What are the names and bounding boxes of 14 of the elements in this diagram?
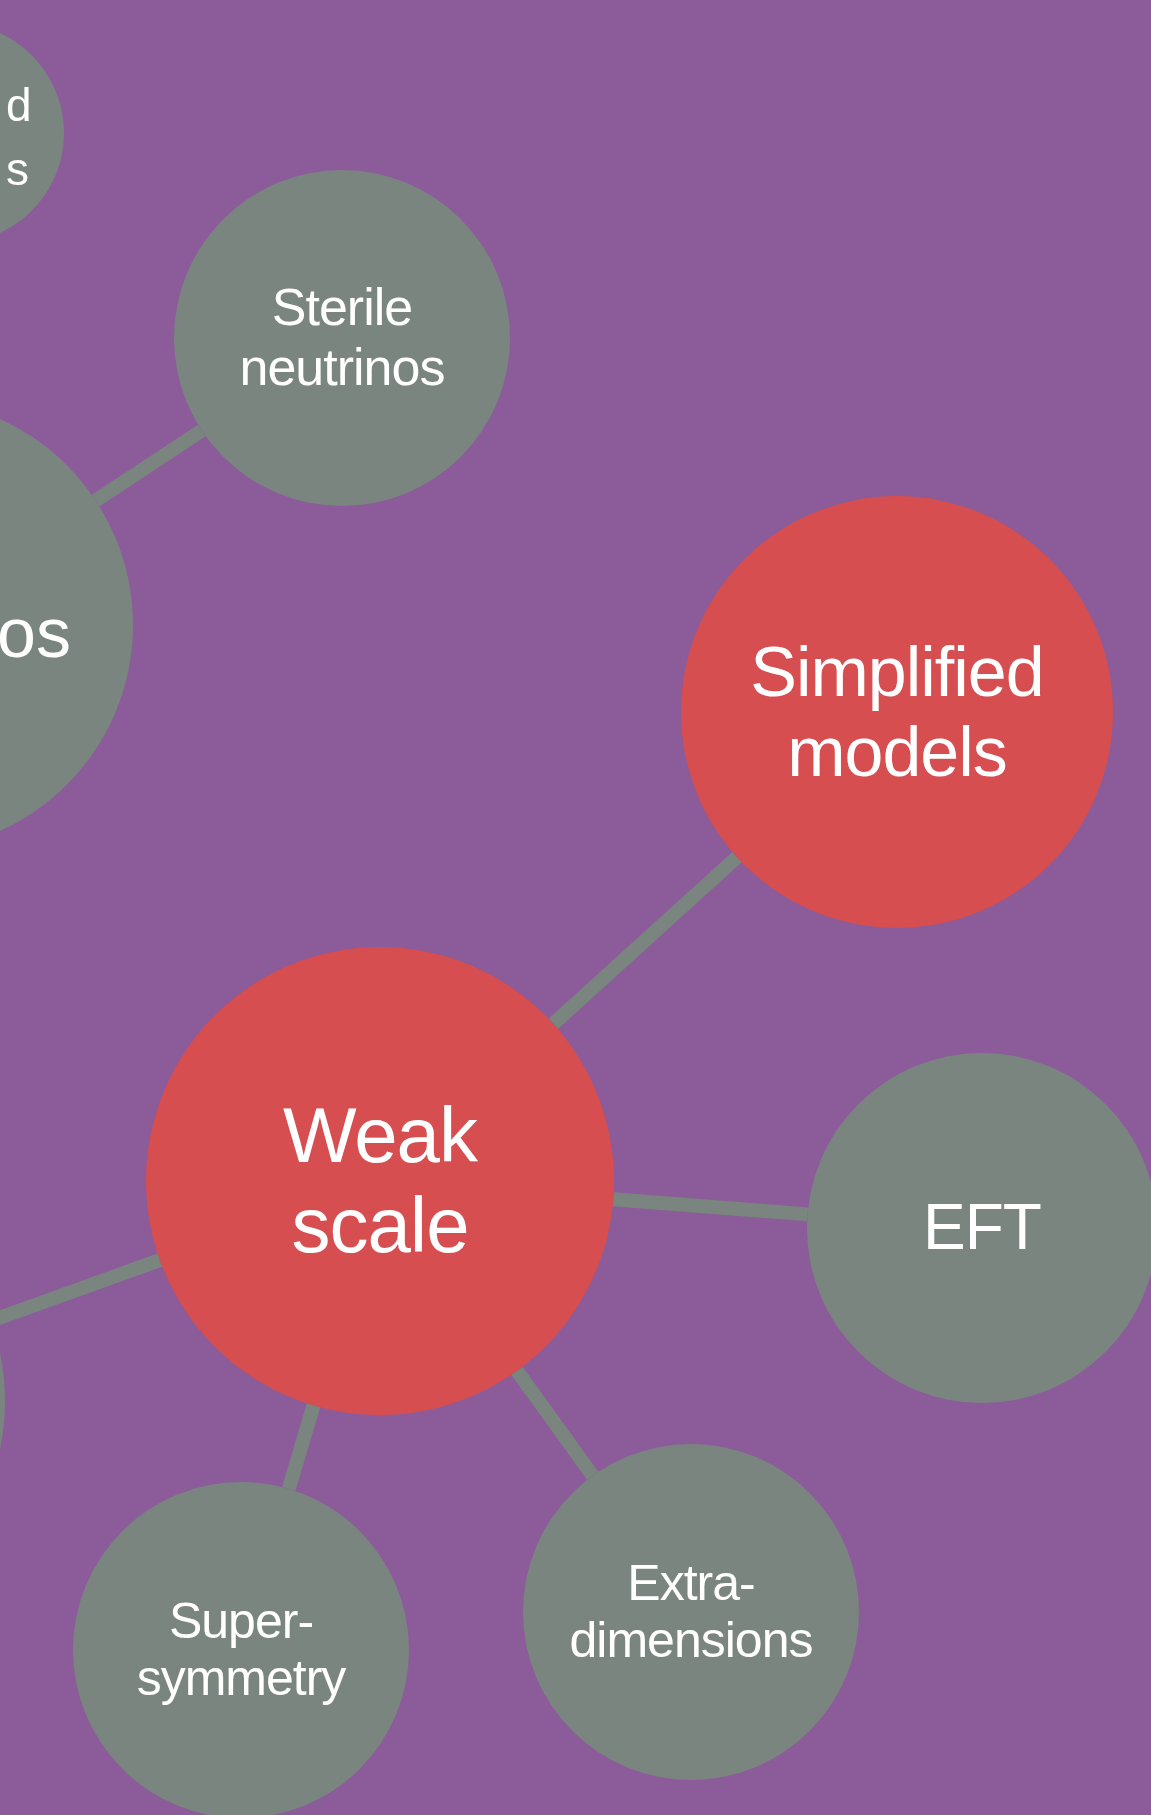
- topic-label: d s: [6, 78, 33, 198]
- topic-label: Sterile neutrinos: [238, 278, 446, 398]
- connector-line: [282, 1403, 321, 1491]
- connector-line: [511, 1366, 599, 1480]
- topic-label: Weak scale: [282, 1091, 479, 1271]
- topic-label: EFT: [922, 1191, 1042, 1265]
- topic-label: Simplified models: [749, 631, 1045, 793]
- connector-line: [548, 851, 742, 1029]
- topic-label: os: [0, 593, 72, 674]
- topic-label: Super-symmetry: [135, 1592, 347, 1708]
- connector-line: [0, 1253, 163, 1328]
- connector-line: [91, 424, 206, 507]
- topic-label: Extra-dimensions: [568, 1554, 814, 1670]
- connector-line: [612, 1192, 809, 1222]
